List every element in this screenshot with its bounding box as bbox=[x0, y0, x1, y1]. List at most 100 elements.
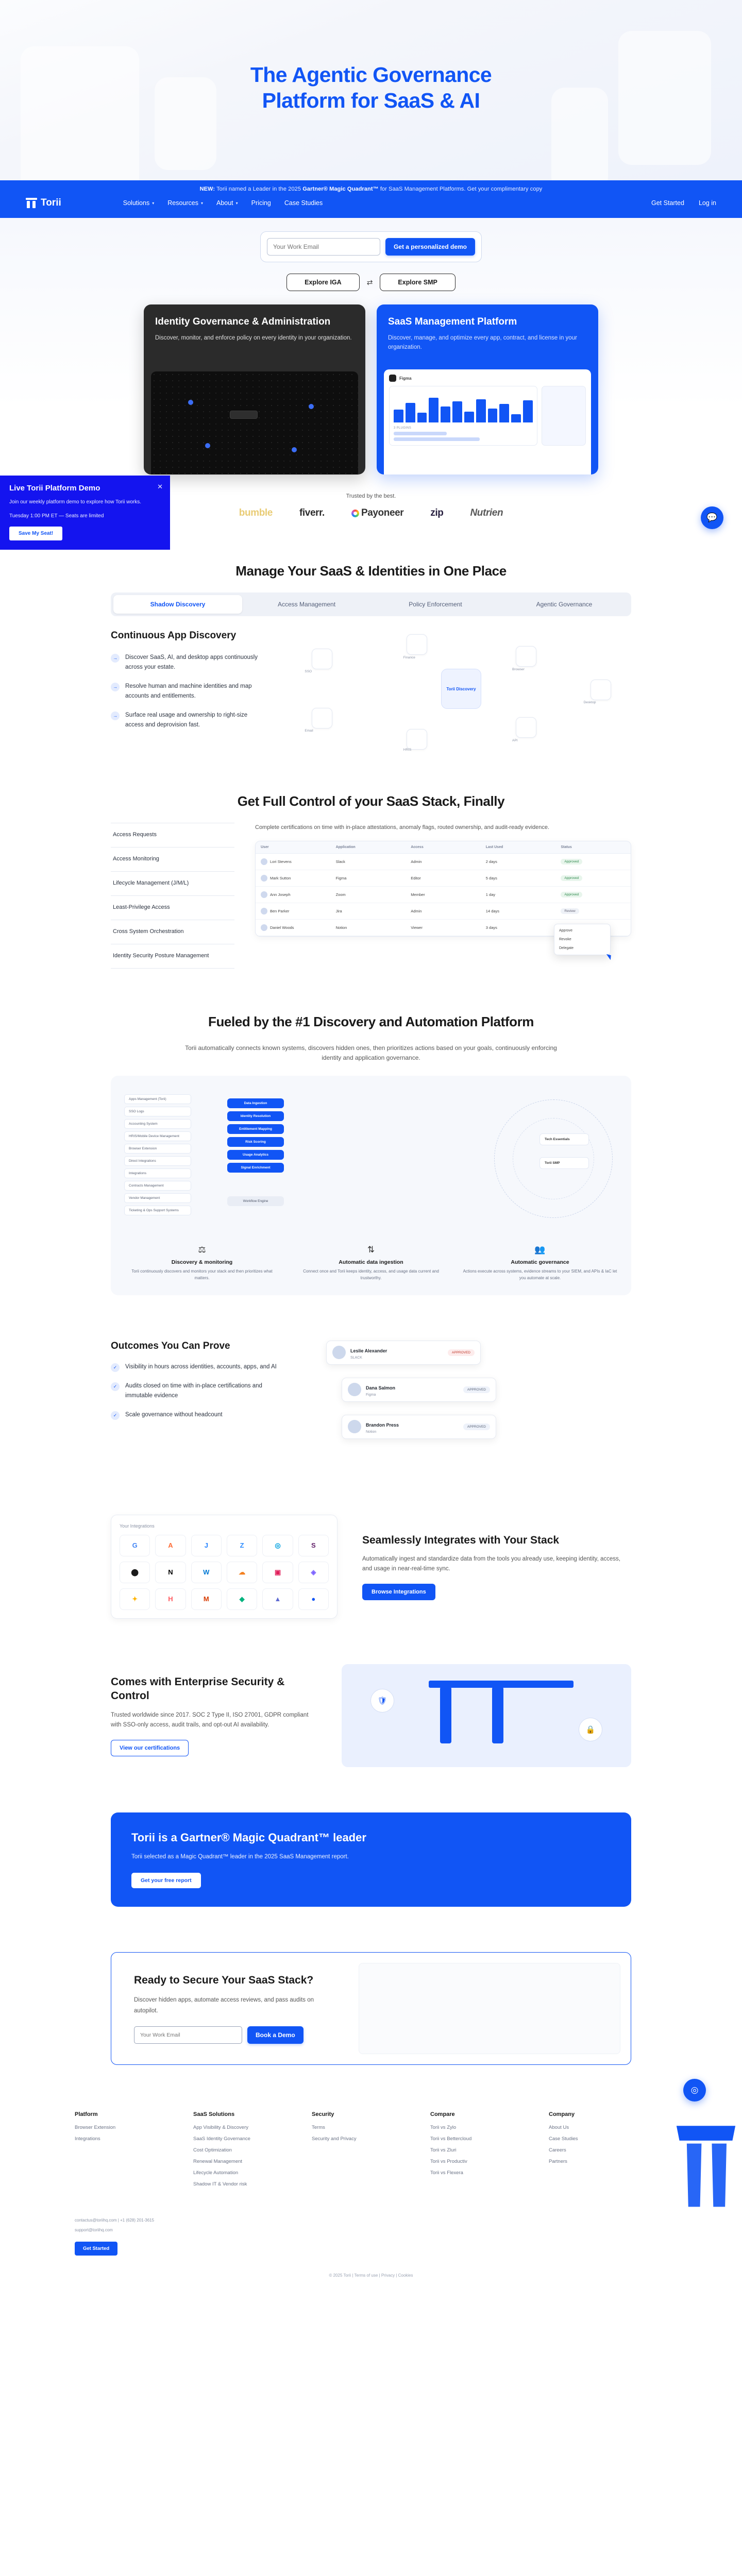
nav-item-solutions[interactable]: Solutions▾ bbox=[123, 199, 154, 207]
menu-item-approve[interactable]: Approve bbox=[559, 928, 573, 933]
footer-link[interactable]: App Visibility & Discovery bbox=[193, 2125, 249, 2131]
integration-tile[interactable]: Z bbox=[226, 1534, 258, 1556]
footer-link[interactable]: Torii vs Flexera bbox=[430, 2170, 463, 2176]
footer-link[interactable]: About Us bbox=[549, 2125, 569, 2131]
table-row[interactable]: Mark Sutton Figma Editor 5 days Approved bbox=[256, 870, 631, 887]
integration-tile[interactable]: ◎ bbox=[262, 1534, 293, 1556]
integration-tile[interactable]: ● bbox=[298, 1588, 329, 1610]
control-item-least-privilege[interactable]: Least-Privilege Access bbox=[111, 896, 234, 920]
nav-item-pricing[interactable]: Pricing bbox=[251, 199, 271, 207]
footer-link[interactable]: Partners bbox=[549, 2159, 567, 2165]
arrow-right-icon: → bbox=[111, 711, 120, 720]
outcome-card[interactable]: Brandon Press Notion APPROVED bbox=[342, 1414, 496, 1439]
footer-link[interactable]: Integrations bbox=[75, 2136, 100, 2142]
footer-link[interactable]: Careers bbox=[549, 2147, 566, 2154]
control-item-lifecycle-management[interactable]: Lifecycle Management (J/M/L) bbox=[111, 872, 234, 896]
integration-tile[interactable]: N bbox=[155, 1561, 186, 1583]
integration-tile[interactable]: H bbox=[155, 1588, 186, 1610]
integration-tile[interactable]: ▲ bbox=[262, 1588, 293, 1610]
close-icon[interactable]: ✕ bbox=[157, 483, 163, 490]
hero-email-input[interactable] bbox=[267, 238, 380, 256]
source-box: HRIS/Mobile Device Management bbox=[124, 1131, 191, 1142]
tab-agentic-governance[interactable]: Agentic Governance bbox=[500, 595, 629, 614]
integration-tile[interactable]: G bbox=[120, 1534, 150, 1556]
footer-link[interactable]: SaaS Identity Governance bbox=[193, 2136, 250, 2142]
control-item-access-requests[interactable]: Access Requests bbox=[111, 823, 234, 848]
integration-tile[interactable]: ☁ bbox=[226, 1561, 258, 1583]
save-my-seat-button[interactable]: Save My Seat! bbox=[9, 527, 63, 540]
outcome-card[interactable]: Leslie Alexander SLACK APPROVED bbox=[326, 1340, 481, 1365]
integrations-body: Your Integrations G A J Z ◎ S ⬤ N W ☁ ▣ … bbox=[111, 1514, 631, 1619]
integration-tile[interactable]: S bbox=[298, 1534, 329, 1556]
integration-tile[interactable]: ◆ bbox=[226, 1588, 258, 1610]
footer-link[interactable]: Cost Optimization bbox=[193, 2147, 232, 2154]
iga-card-title: Identity Governance & Administration bbox=[155, 316, 331, 327]
gartner-section: Torii is a Gartner® Magic Quadrant™ lead… bbox=[0, 1790, 742, 1929]
avatar bbox=[261, 874, 267, 882]
final-cta-email-input[interactable] bbox=[134, 2026, 242, 2044]
footer-link[interactable]: Renewal Management bbox=[193, 2159, 243, 2165]
login-link[interactable]: Log in bbox=[698, 199, 716, 207]
control-item-ispm[interactable]: Identity Security Posture Management bbox=[111, 944, 234, 969]
get-started-link[interactable]: Get Started bbox=[651, 199, 684, 207]
integration-tile[interactable]: W bbox=[191, 1561, 222, 1583]
integration-tile[interactable]: ▣ bbox=[262, 1561, 293, 1583]
diagram-label: API bbox=[512, 738, 518, 742]
footer-link[interactable]: Browser Extension bbox=[75, 2125, 116, 2131]
status-badge: Approved bbox=[561, 875, 583, 881]
chat-bubble-icon[interactable]: 💬 bbox=[701, 506, 723, 529]
footer-link[interactable]: Lifecycle Automation bbox=[193, 2170, 239, 2176]
integration-tile[interactable]: ◈ bbox=[298, 1561, 329, 1583]
explore-iga-button[interactable]: Explore IGA bbox=[286, 274, 360, 291]
shield-icon: 🛡 bbox=[370, 1688, 395, 1713]
integration-tile[interactable]: ⬤ bbox=[120, 1561, 150, 1583]
footer-link[interactable]: Torii vs Bettercloud bbox=[430, 2136, 472, 2142]
integration-tile[interactable]: A bbox=[155, 1534, 186, 1556]
book-demo-button[interactable]: Book a Demo bbox=[247, 2026, 303, 2044]
get-demo-button[interactable]: Get a personalized demo bbox=[385, 238, 475, 256]
table-row[interactable]: Ann Joseph Zoom Member 1 day Approved bbox=[256, 887, 631, 903]
table-row[interactable]: Lori Stevens Slack Admin 2 days Approved bbox=[256, 854, 631, 870]
footer-link[interactable]: Torii vs Zylo bbox=[430, 2125, 457, 2131]
product-card-smp[interactable]: SaaS Management Platform Discover, manag… bbox=[377, 304, 598, 474]
integration-tile[interactable]: J bbox=[191, 1534, 222, 1556]
table-row[interactable]: Ben Parker Jira Admin 14 days Review bbox=[256, 903, 631, 920]
bullet-text: Discover SaaS, AI, and desktop apps cont… bbox=[125, 654, 258, 670]
product-card-iga[interactable]: Identity Governance & Administration Dis… bbox=[144, 304, 365, 474]
diagram-center-node: Torii Discovery bbox=[441, 669, 481, 709]
integration-tile[interactable]: M bbox=[191, 1588, 222, 1610]
tab-access-management[interactable]: Access Management bbox=[242, 595, 371, 614]
tab-shadow-discovery[interactable]: Shadow Discovery bbox=[113, 595, 242, 614]
footer-link[interactable]: Terms bbox=[312, 2125, 325, 2131]
footer-link[interactable]: Torii vs Zluri bbox=[430, 2147, 457, 2154]
nav-item-about[interactable]: About▾ bbox=[216, 199, 238, 207]
avatar bbox=[261, 924, 267, 931]
menu-item-delegate[interactable]: Delegate bbox=[559, 946, 574, 950]
footer-link[interactable]: Torii vs Productiv bbox=[430, 2159, 467, 2165]
footer-link[interactable]: Shadow IT & Vendor risk bbox=[193, 2181, 247, 2188]
view-certifications-button[interactable]: View our certifications bbox=[111, 1739, 189, 1756]
control-item-access-monitoring[interactable]: Access Monitoring bbox=[111, 848, 234, 872]
integration-tile[interactable]: ✦ bbox=[120, 1588, 150, 1610]
feature-desc: Connect once and Torii keeps identity, a… bbox=[303, 1269, 439, 1281]
explore-smp-button[interactable]: Explore SMP bbox=[380, 274, 456, 291]
row-action-menu[interactable]: Approve Revoke Delegate bbox=[554, 923, 611, 955]
nav-item-resources[interactable]: Resources▾ bbox=[167, 199, 203, 207]
tab-policy-enforcement[interactable]: Policy Enforcement bbox=[371, 595, 500, 614]
outcome-card[interactable]: Dana Salmon Figma APPROVED bbox=[342, 1377, 496, 1402]
logo[interactable]: Torii bbox=[26, 197, 61, 209]
menu-item-revoke[interactable]: Revoke bbox=[559, 937, 571, 941]
engine-pipeline: Data Ingestion Identity Resolution Entit… bbox=[227, 1098, 284, 1176]
footer-get-started-button[interactable]: Get Started bbox=[75, 2241, 118, 2256]
control-item-cross-system[interactable]: Cross System Orchestration bbox=[111, 920, 234, 944]
announcement-bar[interactable]: NEW: Torii named a Leader in the 2025 Ga… bbox=[0, 180, 742, 197]
gartner-report-button[interactable]: Get your free report bbox=[131, 1872, 201, 1888]
browse-integrations-button[interactable]: Browse Integrations bbox=[362, 1584, 435, 1600]
chat-launcher-icon[interactable]: ◎ bbox=[683, 2078, 706, 2102]
nav-item-case-studies[interactable]: Case Studies bbox=[284, 199, 323, 207]
final-cta-copy: Ready to Secure Your SaaS Stack? Discove… bbox=[111, 1953, 348, 2065]
cell-access: Admin bbox=[411, 908, 422, 913]
footer-link[interactable]: Security and Privacy bbox=[312, 2136, 357, 2142]
col-status: Status bbox=[561, 845, 572, 849]
footer-link[interactable]: Case Studies bbox=[549, 2136, 578, 2142]
